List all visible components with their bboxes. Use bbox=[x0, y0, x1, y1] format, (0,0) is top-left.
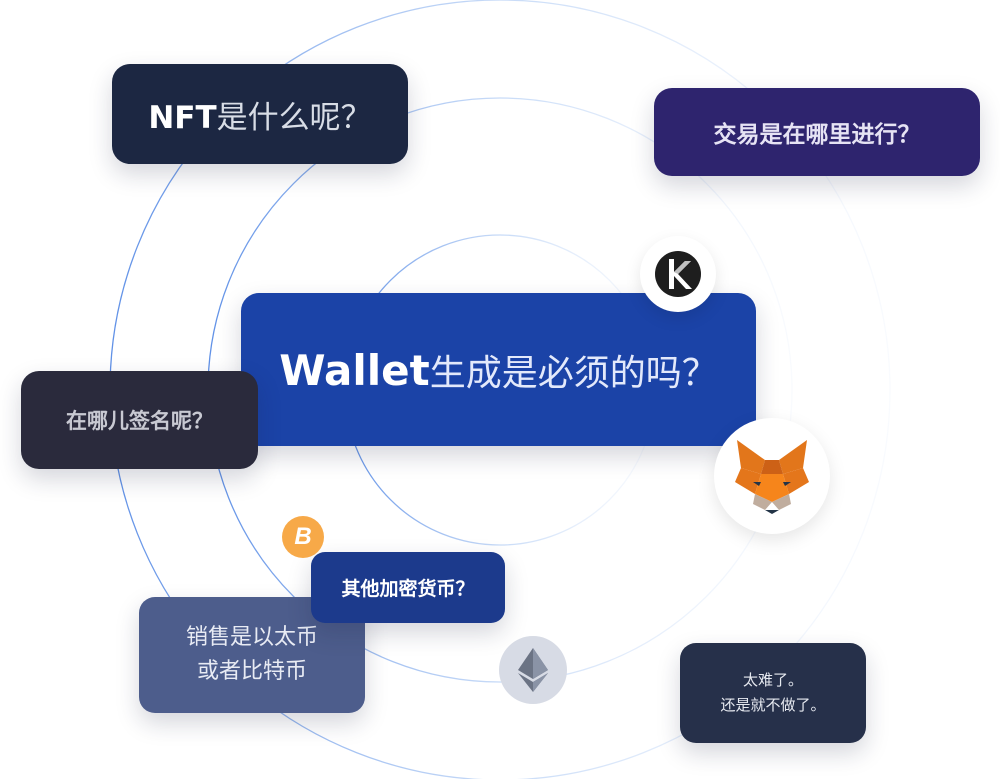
ethereum-badge bbox=[499, 636, 567, 704]
question-other-crypto: 其他加密货币？ bbox=[311, 552, 505, 623]
question-where-sign: 在哪儿签名呢？ bbox=[21, 371, 258, 469]
question-what-is-nft: NFT是什么呢？ bbox=[112, 64, 408, 164]
nft-keyword: NFT bbox=[148, 99, 217, 136]
crypto-question-text: 其他加密货币？ bbox=[341, 578, 475, 600]
hard-line2: 还是就不做了。 bbox=[720, 696, 826, 714]
trade-question-text: 交易是在哪里进行？ bbox=[713, 122, 921, 148]
hard-line1: 太难了。 bbox=[742, 670, 803, 689]
ethereum-icon bbox=[518, 648, 548, 692]
question-too-hard: 太难了。 还是就不做了。 bbox=[680, 643, 866, 743]
sign-question-text: 在哪儿签名呢？ bbox=[66, 409, 213, 433]
wallet-question-rest: 生成是必须的吗？ bbox=[429, 352, 718, 394]
wallet-keyword: Wallet bbox=[279, 345, 430, 395]
klaytn-badge bbox=[640, 236, 716, 312]
question-where-trade: 交易是在哪里进行？ bbox=[654, 88, 980, 176]
klaytn-icon bbox=[655, 251, 701, 297]
bitcoin-icon: B bbox=[294, 523, 312, 550]
bitcoin-badge: B bbox=[282, 516, 324, 558]
question-wallet-required: Wallet生成是必须的吗？ bbox=[241, 293, 756, 446]
sell-question-line1: 销售是以太币 bbox=[185, 624, 318, 650]
nft-question-rest: 是什么呢？ bbox=[216, 99, 372, 136]
sell-question-line2: 或者比特币 bbox=[196, 659, 307, 684]
metamask-fox-icon bbox=[735, 440, 809, 514]
metamask-badge bbox=[714, 418, 830, 534]
